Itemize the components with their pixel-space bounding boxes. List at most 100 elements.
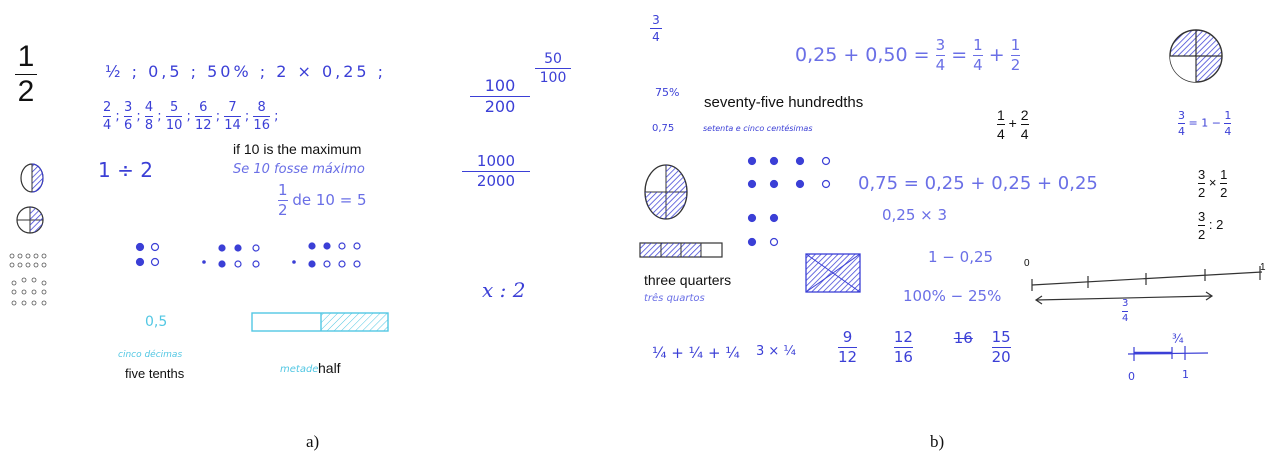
frac-den: 16 [893,348,913,366]
frac-den: 4 [1178,125,1185,138]
frac-num: 3 [1198,209,1206,224]
frac-num: 7 [228,100,237,115]
half-circle-sketch [20,163,44,193]
quartered-oval [644,164,688,220]
frac-num: 2 [103,100,112,115]
one-minus: 1 − 0,25 [928,248,994,266]
frac-num: 9 [842,328,853,346]
frac-den: 200 [484,97,516,116]
div-frac-text: : 2 [1208,216,1224,232]
three-times: 3 × ¼ [756,344,797,359]
frac-num: 3 [123,100,133,115]
half: half [318,360,341,376]
frac-num: 12 [893,328,913,346]
frac-1000-2000: 1000 2000 [462,154,530,189]
frac-den: 4 [103,118,112,133]
five-tenths: five tenths [125,366,185,381]
quarters-circle-top-right [1169,29,1223,83]
small-line-start: 0 [1128,370,1135,383]
half-of-ten-text: de 10 = 5 [292,191,367,209]
quartered-square [805,253,861,293]
frac-den: 14 [224,118,241,133]
dot-clusters-left [9,253,47,306]
frac-num: 4 [144,100,154,115]
three-quarters: three quarters [644,272,732,288]
numberline-start: 0 [1024,258,1030,269]
frac-num: 1 [973,36,983,54]
division-text: 1 ÷ 2 [98,158,153,182]
frac-num: 1 [1224,109,1232,122]
decimal-075: 0,75 [652,123,675,134]
frac-den: 100 [539,70,567,86]
frac-num: 6 [199,100,208,115]
frac-num: 1 [1010,36,1021,54]
small-line-end: 1 [1182,368,1189,381]
frac-den: 2000 [476,172,516,190]
decimal-05: 0,5 [145,314,168,330]
frac-num: 2 [1020,107,1029,123]
tres-quartos: três quartos [644,293,705,304]
frac-num: 3 [1198,167,1206,182]
frac-num-struck: 16 [953,328,973,347]
x-div-2: x : 2 [482,278,526,302]
setenta-cinco: setenta e cinco centésimas [703,124,813,133]
frac-num: 1 [278,181,288,199]
frac-den: 4 [1020,126,1029,142]
number-line [1031,266,1263,305]
caption-a: a) [306,432,320,451]
frac-den: 12 [838,348,858,366]
frac-num: 100 [484,76,516,95]
if-max-label: if 10 is the maximum [233,141,362,157]
frac-num: 15 [991,328,1011,346]
frac-num: 3 [935,36,946,54]
frac-den: 4 [652,30,660,44]
cinco-decimas: cinco décimas [118,350,183,360]
frac-den: 12 [195,118,212,133]
quarters-bar-model [639,242,723,258]
frac-num: 3 [652,13,660,27]
seventy-five-label: seventy-five hundredths [704,94,864,111]
quartered-circle-sketch [16,206,44,234]
frac-den: 4 [935,56,946,74]
frac-den: 6 [123,118,133,133]
equation-top-text: 0,25 + 0,50 = [795,44,936,66]
small-line-mark: ¾ [1172,332,1184,346]
frac-den: 2 [1220,185,1228,200]
metade: metade [280,364,319,375]
frac-den: 10 [165,118,183,133]
frac-den: 8 [144,118,154,133]
half-bar-model [251,312,389,332]
equivalents-line: ½ ; 0,5 ; 50% ; 2 × 0,25 ; [105,62,387,81]
caption-b: b) [930,432,945,451]
frac-num: 8 [257,100,266,115]
frac-den: 4 [1122,313,1129,324]
dot-grid-panel-b [747,156,831,247]
big-fraction-den: 2 [17,75,35,108]
frac-den: 2 [1198,185,1206,200]
percent-75: 75% [655,86,680,99]
times-3: 0,25 × 3 [882,206,948,224]
frac-num: 3 [1178,109,1185,122]
frac-num: 50 [544,51,562,67]
frac-num: 1000 [476,152,516,170]
frac-num: 3 [1122,298,1129,309]
frac-den: 4 [997,126,1005,142]
frac-den: 2 [1010,56,1021,74]
sum-quarters: ¼ + ¼ + ¼ [652,344,740,362]
se10-text: Se 10 fosse máximo [233,162,365,177]
frac-den: 20 [991,348,1011,366]
